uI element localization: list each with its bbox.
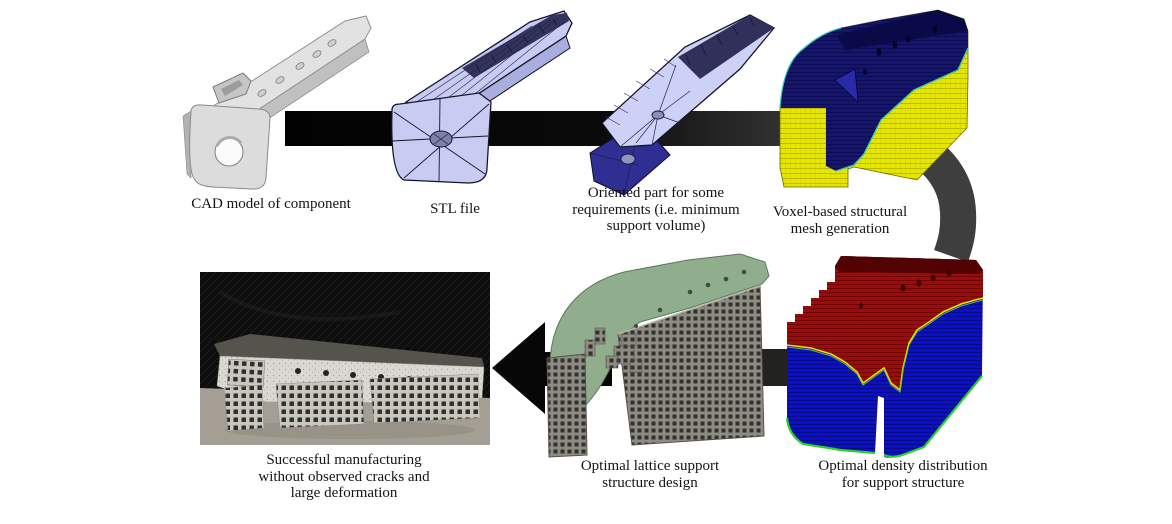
density-top-holes <box>859 269 952 309</box>
part-lattice-patch <box>227 358 265 388</box>
lattice-support-image <box>546 253 770 458</box>
density-model <box>785 256 984 458</box>
voxel-part-navy <box>780 10 968 171</box>
stl-mesh <box>391 10 573 184</box>
cad-bore-hole <box>214 136 244 167</box>
voxel-top-holes <box>863 25 938 75</box>
lattice-plus-patch <box>605 333 643 373</box>
cad-model-image <box>182 15 372 190</box>
density-distribution-image <box>785 256 984 458</box>
label-voxel-mesh: Voxel-based structural mesh generation <box>772 204 908 237</box>
stl-hole <box>429 130 453 148</box>
label-density-distribution: Optimal density distribution for support… <box>818 458 988 491</box>
lattice-left-tower <box>546 353 588 458</box>
part-top-face <box>214 334 484 367</box>
label-oriented-part: Oriented part for some requirements (i.e… <box>572 185 740 234</box>
cad-arm-holes <box>257 39 337 97</box>
oriented-part-image <box>589 14 776 196</box>
stl-file-image <box>391 10 573 184</box>
cad-bracket <box>182 15 372 190</box>
manufactured-part-photo <box>200 272 490 445</box>
voxel-mesh-image <box>779 9 969 188</box>
label-lattice-support: Optimal lattice support structure design <box>580 458 720 491</box>
lattice-green-holes <box>634 269 747 328</box>
label-manufactured-part: Successful manufacturing without observe… <box>258 452 430 501</box>
label-stl-file: STL file <box>430 201 480 217</box>
photo <box>200 272 490 445</box>
part-support-blocks <box>223 373 481 432</box>
voxel-model <box>779 9 969 188</box>
flow-arrow-top-band <box>285 111 792 146</box>
cad-pocket <box>212 72 252 104</box>
label-cad-model: CAD model of component <box>191 196 351 212</box>
oriented-mesh <box>589 14 776 196</box>
lattice-model <box>546 253 770 458</box>
voxel-triangle-hole <box>834 68 859 104</box>
